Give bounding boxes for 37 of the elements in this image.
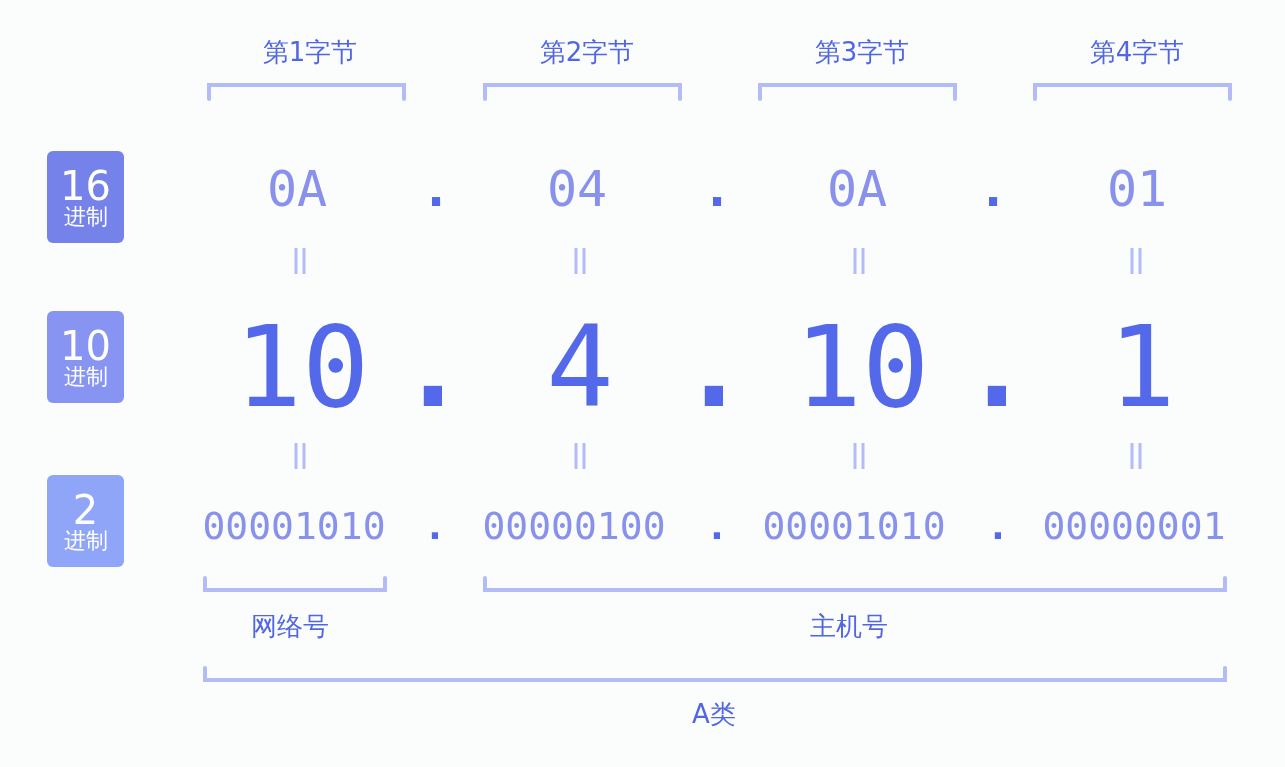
- host-part-label: 主机号: [810, 613, 888, 639]
- byte-heading: 第2字节: [539, 39, 635, 65]
- byte-heading: 第1字节: [262, 39, 358, 65]
- binary-value: 00001010: [202, 507, 386, 545]
- base-number: 2: [72, 490, 99, 530]
- hex-value: 01: [1106, 164, 1168, 214]
- separator-dot: .: [701, 164, 733, 214]
- separator-dot: .: [423, 507, 447, 545]
- address-class-label: A类: [692, 701, 736, 727]
- separator-dot: .: [963, 311, 1031, 423]
- decimal-value: 1: [1108, 311, 1176, 423]
- network-part-label: 网络号: [251, 613, 329, 639]
- number-base-badge: [47, 475, 124, 567]
- hex-value: 0A: [266, 164, 328, 214]
- base-unit: 进制: [63, 366, 108, 388]
- number-base-badge: [47, 151, 124, 243]
- separator-dot: .: [680, 311, 748, 423]
- decimal-value: 10: [794, 311, 930, 423]
- separator-dot: .: [986, 507, 1010, 545]
- number-base-badge: [47, 311, 124, 403]
- separator-dot: .: [977, 164, 1009, 214]
- binary-value: 00000001: [1042, 507, 1226, 545]
- separator-dot: .: [399, 311, 467, 423]
- binary-value: 00000100: [482, 507, 666, 545]
- hex-value: 04: [546, 164, 608, 214]
- base-number: 16: [60, 166, 111, 206]
- byte-heading: 第3字节: [814, 39, 910, 65]
- separator-dot: .: [705, 507, 729, 545]
- decimal-value: 10: [234, 311, 370, 423]
- base-number: 10: [60, 326, 111, 366]
- hex-value: 0A: [826, 164, 888, 214]
- base-unit: 进制: [63, 206, 108, 228]
- decimal-value: 4: [546, 311, 614, 423]
- binary-value: 00001010: [762, 507, 946, 545]
- byte-heading: 第4字节: [1089, 39, 1185, 65]
- base-unit: 进制: [63, 530, 108, 552]
- separator-dot: .: [420, 164, 452, 214]
